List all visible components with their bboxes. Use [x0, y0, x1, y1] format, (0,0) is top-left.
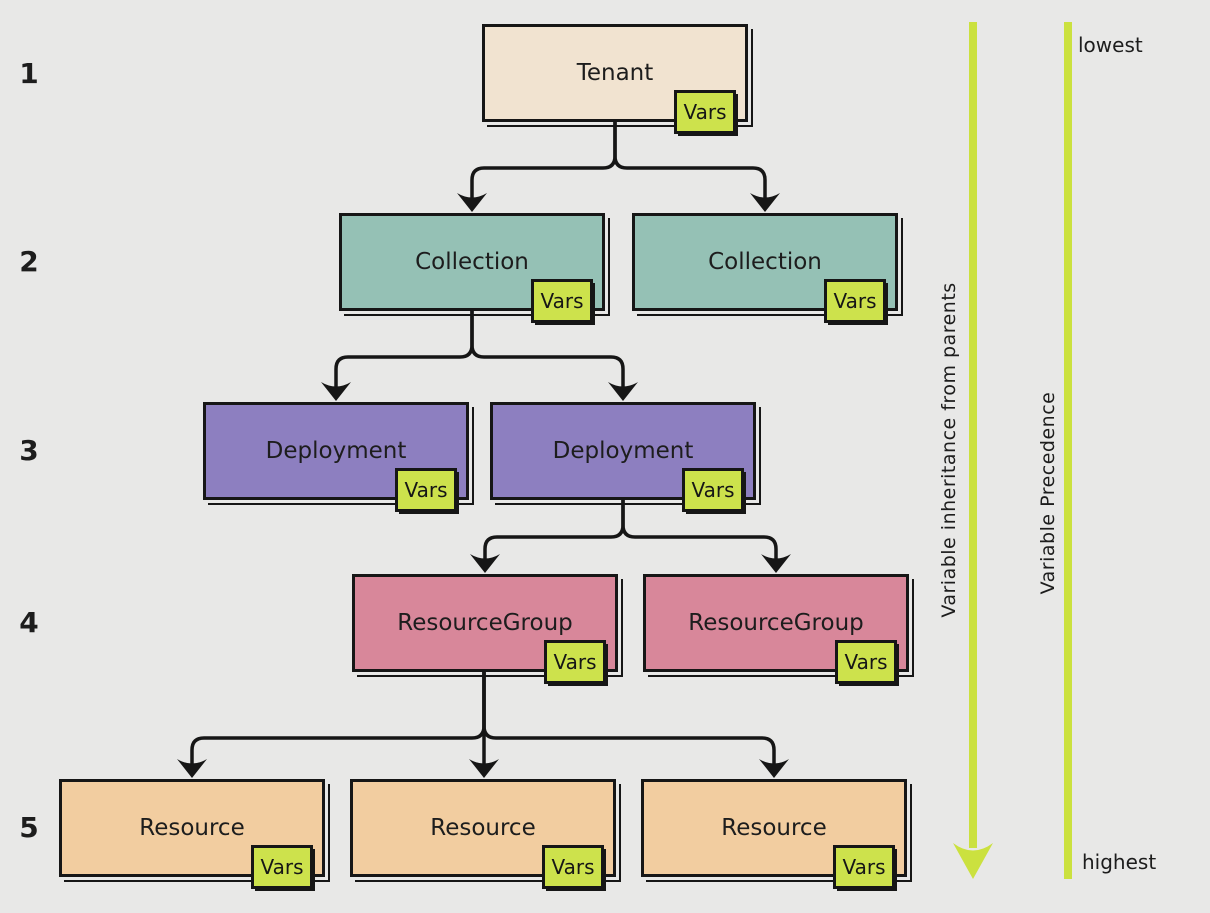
node-deployment-1: Deployment Vars	[203, 402, 469, 512]
node-deployment-2: Deployment Vars	[490, 402, 756, 512]
inheritance-axis-label: Variable inheritance from parents	[938, 282, 960, 618]
vars-badge: Vars	[395, 468, 457, 512]
vars-badge: Vars	[674, 90, 736, 134]
node-collection-2: Collection Vars	[632, 213, 898, 323]
level-number-1: 1	[19, 57, 39, 90]
vars-badge: Vars	[542, 845, 604, 889]
node-deployment-2-label: Deployment	[552, 438, 694, 464]
vars-badge: Vars	[835, 640, 897, 684]
node-resourcegroup-2-label: ResourceGroup	[688, 610, 864, 636]
node-resource-1: Resource Vars	[59, 779, 325, 889]
node-resource-2-label: Resource	[430, 815, 536, 841]
vars-badge: Vars	[531, 279, 593, 323]
node-collection-2-label: Collection	[708, 249, 822, 275]
level-number-3: 3	[19, 434, 39, 467]
node-resourcegroup-1: ResourceGroup Vars	[352, 574, 618, 684]
precedence-lowest-label: lowest	[1078, 33, 1143, 57]
node-resource-2: Resource Vars	[350, 779, 616, 889]
level-number-2: 2	[19, 245, 39, 278]
node-tenant-label: Tenant	[576, 60, 654, 86]
node-resource-3-label: Resource	[721, 815, 827, 841]
node-resource-3: Resource Vars	[641, 779, 907, 889]
level-number-4: 4	[19, 606, 39, 639]
level-number-5: 5	[19, 811, 39, 844]
vars-badge: Vars	[824, 279, 886, 323]
node-collection-1-label: Collection	[415, 249, 529, 275]
node-tenant: Tenant Vars	[482, 24, 748, 134]
vars-badge: Vars	[833, 845, 895, 889]
vars-badge: Vars	[251, 845, 313, 889]
node-collection-1: Collection Vars	[339, 213, 605, 323]
node-resource-1-label: Resource	[139, 815, 245, 841]
precedence-highest-label: highest	[1082, 850, 1157, 874]
node-resourcegroup-1-label: ResourceGroup	[397, 610, 573, 636]
vars-badge: Vars	[544, 640, 606, 684]
node-resourcegroup-2: ResourceGroup Vars	[643, 574, 909, 684]
node-deployment-1-label: Deployment	[265, 438, 407, 464]
precedence-axis-label: Variable Precedence	[1037, 391, 1059, 595]
vars-badge: Vars	[682, 468, 744, 512]
